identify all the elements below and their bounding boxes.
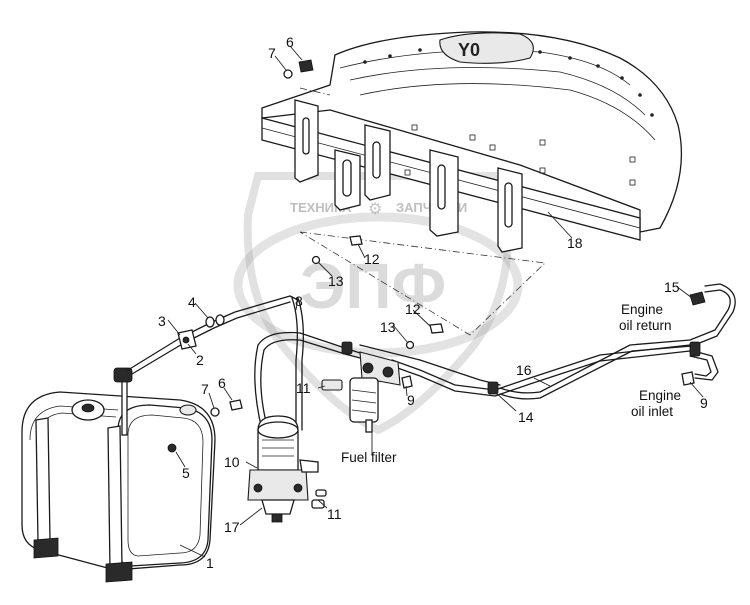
callouts: 1 2 3 4 5 6 6 7 7 8 9 9 10 11 11 12 12 1… xyxy=(158,34,708,571)
label-fuel-filter: Fuel filter xyxy=(341,450,397,465)
callout-16: 16 xyxy=(516,362,532,378)
callout-11-bottom: 11 xyxy=(327,506,342,522)
label-engine-oil-return-line1: Engine xyxy=(621,302,663,317)
watermark-gear-icon: ⚙ xyxy=(368,201,382,218)
leader-lines xyxy=(167,45,704,558)
callout-7-tank: 7 xyxy=(201,381,209,397)
callout-18: 18 xyxy=(567,235,583,251)
callout-12-top: 12 xyxy=(364,251,380,267)
callout-5: 5 xyxy=(182,465,190,481)
tank-strap-left xyxy=(35,417,51,543)
label-engine-oil-return-line2: oil return xyxy=(619,318,672,333)
frame-brackets xyxy=(294,99,523,253)
label-engine-oil-inlet-line1: Engine xyxy=(639,388,681,403)
callout-7-top: 7 xyxy=(268,45,276,61)
callout-2: 2 xyxy=(196,352,204,368)
callout-12-bottom: 12 xyxy=(405,301,421,317)
callout-11-top: 11 xyxy=(296,380,311,396)
svg-text:Y0: Y0 xyxy=(458,40,480,60)
label-engine-oil-inlet-line2: oil inlet xyxy=(631,404,673,419)
watermark-shield xyxy=(243,172,513,435)
callout-13-top: 13 xyxy=(328,273,344,289)
tank-strap-right xyxy=(107,425,123,571)
frame-holes xyxy=(404,124,636,186)
callout-13-bottom: 13 xyxy=(380,319,396,335)
callout-6-tank: 6 xyxy=(218,375,226,391)
fittings xyxy=(177,59,706,509)
callout-8: 8 xyxy=(295,293,303,309)
watermark-logo: ЭПФ xyxy=(300,250,446,322)
tank-sender-unit xyxy=(113,367,133,383)
text-labels: Engine oil return Engine oil inlet Fuel … xyxy=(341,302,681,465)
fuel-tank xyxy=(21,367,216,583)
callout-4: 4 xyxy=(188,294,196,310)
cab-tunnel xyxy=(439,32,534,64)
callout-3: 3 xyxy=(158,313,166,329)
callout-1: 1 xyxy=(206,555,214,571)
cab-floor xyxy=(261,31,683,233)
callout-6-top: 6 xyxy=(286,34,294,50)
callout-9-engine: 9 xyxy=(700,395,708,411)
callout-15: 15 xyxy=(664,279,680,295)
callout-9-filter: 9 xyxy=(407,392,415,408)
tank-side-face xyxy=(117,404,213,567)
callout-17: 17 xyxy=(224,519,240,535)
callout-10: 10 xyxy=(224,454,240,470)
prefilter xyxy=(247,415,319,523)
watermark-ring xyxy=(233,212,523,358)
cab-frame-assembly: Y0 xyxy=(261,31,683,336)
callout-14: 14 xyxy=(518,409,534,425)
fuel-filter-main xyxy=(349,351,401,433)
